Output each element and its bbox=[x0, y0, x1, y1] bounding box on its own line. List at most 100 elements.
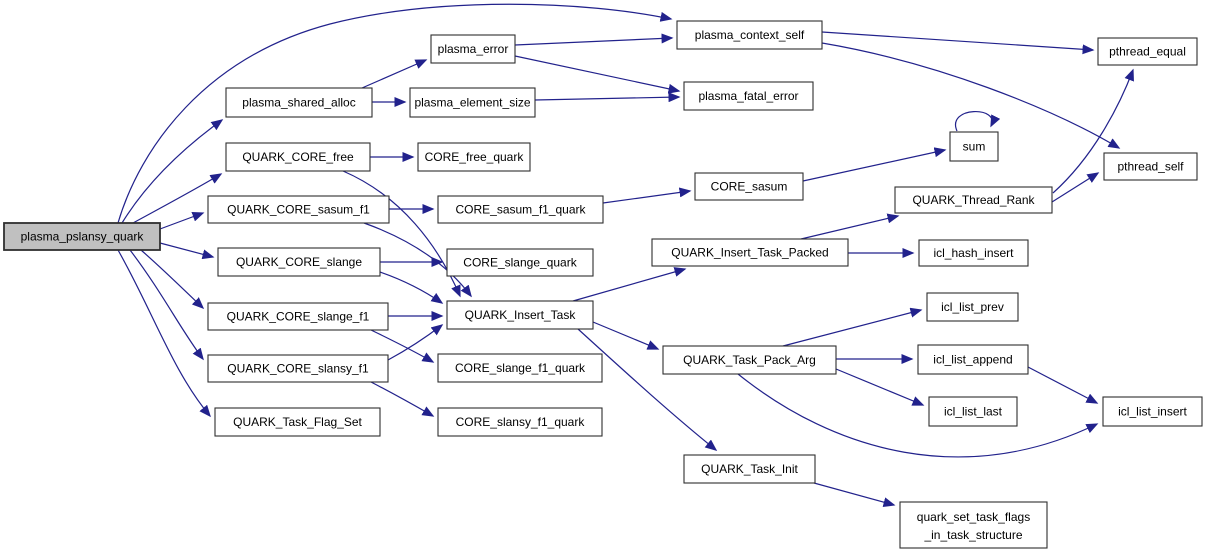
node-label: sum bbox=[963, 140, 986, 154]
node-box-highlighted bbox=[3, 222, 161, 251]
node-label: plasma_context_self bbox=[695, 28, 805, 42]
node-label: QUARK_CORE_slange bbox=[236, 255, 362, 269]
node-label: icl_list_append bbox=[933, 353, 1012, 367]
node-box bbox=[207, 302, 389, 331]
edge-plasma_shared_alloc-to-plasma_error bbox=[361, 59, 428, 89]
node-box bbox=[214, 407, 381, 437]
node-plasma_fatal_error[interactable]: plasma_fatal_error bbox=[683, 81, 814, 111]
node-label: CORE_slange_f1_quark bbox=[455, 361, 586, 375]
node-CORE_slange_quark[interactable]: CORE_slange_quark bbox=[446, 248, 594, 277]
node-box bbox=[437, 195, 604, 224]
node-CORE_slange_f1_quark[interactable]: CORE_slange_f1_quark bbox=[437, 353, 603, 383]
node-box bbox=[207, 195, 390, 224]
edge-plasma_pslansy_quark-to-plasma_shared_alloc bbox=[121, 119, 224, 224]
node-plasma_context_self[interactable]: plasma_context_self bbox=[676, 20, 823, 50]
node-box bbox=[683, 454, 816, 484]
edge-plasma_pslansy_quark-to-QUARK_CORE_sasum_f1 bbox=[159, 211, 205, 230]
edge-QUARK_Insert_Task_Packed-to-QUARK_Thread_Rank bbox=[800, 213, 900, 240]
edge-QUARK_CORE_slansy_f1-to-CORE_slansy_f1_quark bbox=[370, 381, 435, 417]
node-label: QUARK_CORE_free bbox=[242, 150, 354, 164]
node-QUARK_Insert_Task_Packed[interactable]: QUARK_Insert_Task_Packed bbox=[651, 238, 849, 267]
node-QUARK_Task_Pack_Arg[interactable]: QUARK_Task_Pack_Arg bbox=[662, 345, 837, 375]
edge-plasma_error-to-plasma_fatal_error bbox=[514, 55, 681, 94]
node-plasma_element_size[interactable]: plasma_element_size bbox=[409, 87, 536, 118]
node-QUARK_CORE_slange_f1[interactable]: QUARK_CORE_slange_f1 bbox=[207, 302, 389, 331]
edge-plasma_pslansy_quark-to-QUARK_Task_Flag_Set bbox=[117, 249, 211, 418]
node-box bbox=[918, 239, 1029, 267]
node-QUARK_CORE_slansy_f1[interactable]: QUARK_CORE_slansy_f1 bbox=[207, 354, 389, 383]
node-label: plasma_pslansy_quark bbox=[21, 230, 145, 244]
node-quark_set_task_flags_in_task_structure[interactable]: quark_set_task_flags_in_task_structure bbox=[899, 501, 1048, 549]
node-box bbox=[928, 396, 1018, 427]
node-box bbox=[917, 344, 1029, 375]
node-label: plasma_error bbox=[438, 42, 509, 56]
node-box bbox=[217, 247, 381, 277]
node-box bbox=[949, 131, 999, 162]
node-box bbox=[437, 353, 603, 383]
node-icl_list_prev[interactable]: icl_list_prev bbox=[926, 292, 1019, 322]
edge-CORE_sasum-to-sum bbox=[802, 147, 947, 182]
node-QUARK_CORE_sasum_f1[interactable]: QUARK_CORE_sasum_f1 bbox=[207, 195, 390, 224]
node-label: icl_list_prev bbox=[941, 300, 1004, 314]
node-sum[interactable]: sum bbox=[949, 131, 999, 162]
edge-plasma_pslansy_quark-to-QUARK_CORE_slange bbox=[159, 242, 215, 260]
node-label: QUARK_Task_Init bbox=[701, 462, 798, 476]
node-pthread_self[interactable]: pthread_self bbox=[1103, 152, 1198, 181]
node-box bbox=[899, 501, 1048, 549]
node-box bbox=[225, 142, 371, 172]
node-CORE_slansy_f1_quark[interactable]: CORE_slansy_f1_quark bbox=[437, 407, 603, 437]
node-CORE_free_quark[interactable]: CORE_free_quark bbox=[417, 142, 531, 172]
edge-QUARK_CORE_slange-to-QUARK_Insert_Task bbox=[379, 271, 444, 304]
node-QUARK_Insert_Task[interactable]: QUARK_Insert_Task bbox=[446, 300, 594, 330]
node-box bbox=[437, 407, 603, 437]
node-plasma_pslansy_quark[interactable]: plasma_pslansy_quark bbox=[3, 222, 161, 251]
node-QUARK_CORE_slange[interactable]: QUARK_CORE_slange bbox=[217, 247, 381, 277]
node-QUARK_Task_Init[interactable]: QUARK_Task_Init bbox=[683, 454, 816, 484]
node-QUARK_Thread_Rank[interactable]: QUARK_Thread_Rank bbox=[894, 186, 1053, 214]
node-box bbox=[683, 81, 814, 111]
node-label: icl_hash_insert bbox=[933, 246, 1014, 260]
node-plasma_error[interactable]: plasma_error bbox=[430, 34, 516, 64]
node-label: CORE_slange_quark bbox=[463, 256, 577, 270]
node-box bbox=[694, 172, 804, 201]
edge-plasma_pslansy_quark-to-plasma_context_self bbox=[117, 3, 673, 224]
edge-QUARK_Insert_Task-to-QUARK_Task_Pack_Arg bbox=[592, 321, 660, 350]
edge-QUARK_CORE_sasum_f1-to-QUARK_Insert_Task bbox=[363, 222, 472, 298]
node-label: QUARK_Task_Flag_Set bbox=[233, 415, 362, 429]
node-CORE_sasum[interactable]: CORE_sasum bbox=[694, 172, 804, 201]
node-label: QUARK_Insert_Task_Packed bbox=[671, 246, 828, 260]
edge-QUARK_CORE_slansy_f1-to-QUARK_Insert_Task bbox=[387, 324, 444, 361]
node-icl_hash_insert[interactable]: icl_hash_insert bbox=[918, 239, 1029, 267]
edge-sum-to-sum bbox=[954, 110, 1001, 132]
edge-plasma_pslansy_quark-to-QUARK_CORE_slange_f1 bbox=[140, 249, 205, 310]
edge-plasma_pslansy_quark-to-QUARK_CORE_free bbox=[132, 173, 223, 224]
node-plasma_shared_alloc[interactable]: plasma_shared_alloc bbox=[225, 87, 373, 118]
node-label: pthread_equal bbox=[1109, 45, 1186, 59]
edge-QUARK_Thread_Rank-to-pthread_self bbox=[1051, 172, 1100, 203]
node-icl_list_last[interactable]: icl_list_last bbox=[928, 396, 1018, 427]
node-box bbox=[662, 345, 837, 375]
node-QUARK_CORE_free[interactable]: QUARK_CORE_free bbox=[225, 142, 371, 172]
node-label: plasma_fatal_error bbox=[698, 89, 798, 103]
node-QUARK_Task_Flag_Set[interactable]: QUARK_Task_Flag_Set bbox=[214, 407, 381, 437]
edge-icl_list_append-to-icl_list_insert bbox=[1027, 366, 1099, 404]
node-label: pthread_self bbox=[1117, 160, 1184, 174]
edge-QUARK_Insert_Task-to-QUARK_Task_Init bbox=[577, 328, 718, 451]
node-icl_list_insert[interactable]: icl_list_insert bbox=[1102, 396, 1203, 427]
node-box bbox=[1097, 37, 1198, 66]
edge-plasma_error-to-plasma_context_self bbox=[514, 33, 674, 46]
node-icl_list_append[interactable]: icl_list_append bbox=[917, 344, 1029, 375]
node-box bbox=[409, 87, 536, 118]
node-box bbox=[1103, 152, 1198, 181]
edge-CORE_sasum_f1_quark-to-CORE_sasum bbox=[602, 187, 692, 204]
edge-QUARK_Task_Pack_Arg-to-icl_list_last bbox=[835, 368, 925, 406]
nodes-layer: plasma_pslansy_quarkplasma_shared_allocp… bbox=[3, 20, 1203, 549]
node-box bbox=[446, 248, 594, 277]
node-box bbox=[207, 354, 389, 383]
node-label: QUARK_CORE_slansy_f1 bbox=[227, 362, 369, 376]
node-label: CORE_free_quark bbox=[425, 150, 525, 164]
node-box bbox=[926, 292, 1019, 322]
node-CORE_sasum_f1_quark[interactable]: CORE_sasum_f1_quark bbox=[437, 195, 604, 224]
node-pthread_equal[interactable]: pthread_equal bbox=[1097, 37, 1198, 66]
